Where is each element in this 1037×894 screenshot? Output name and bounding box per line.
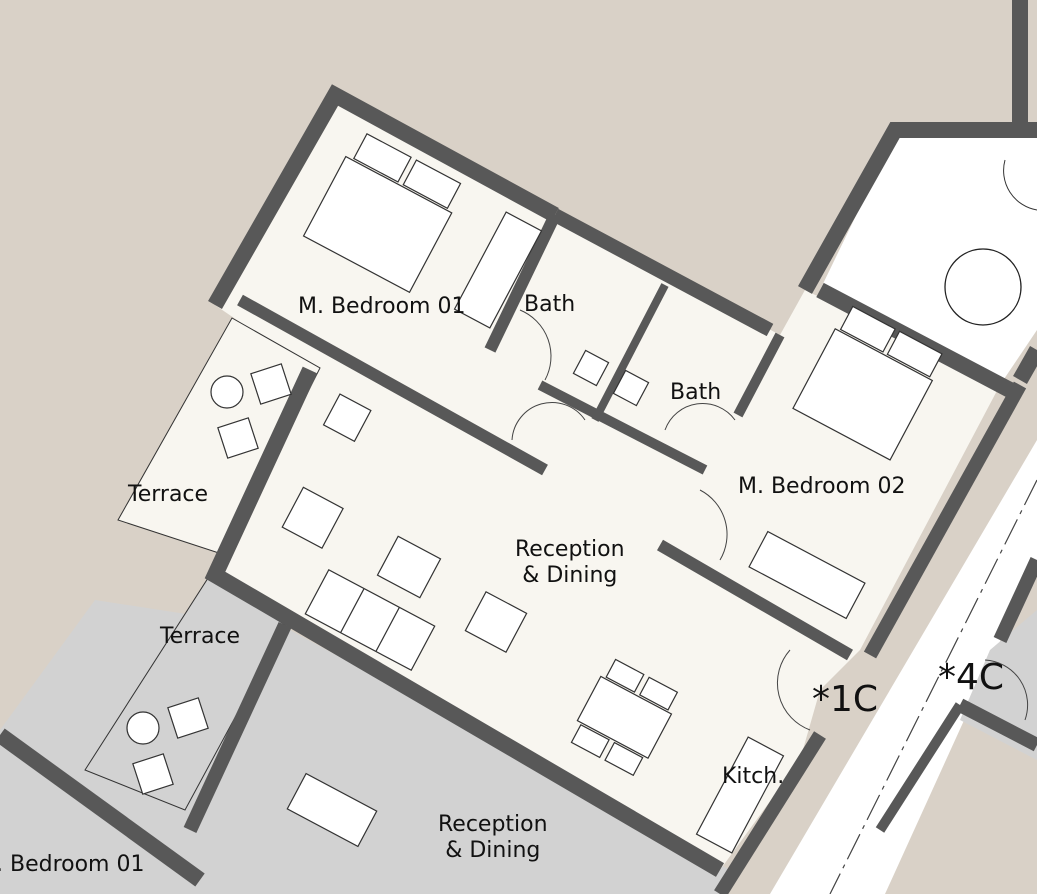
label-bath-1: Bath: [524, 292, 576, 317]
label-m-bedroom-01: M. Bedroom 01: [298, 294, 466, 319]
label-reception-dining-lower: Reception & Dining: [438, 812, 548, 864]
unit-label-1c: *1C: [812, 679, 879, 720]
bed-2: [792, 305, 943, 461]
dining-table: [570, 658, 679, 777]
lobby-circle: [944, 248, 1022, 326]
lobby-floor: [820, 135, 1037, 385]
label-bedroom-01-lower: . Bedroom 01: [0, 852, 145, 877]
bed-1: [302, 132, 462, 294]
label-kitchen: Kitch.: [722, 764, 785, 789]
corridor: [770, 440, 1037, 894]
sofa: [304, 568, 436, 672]
door-swings: [511, 309, 1029, 731]
label-terrace-upper: Terrace: [128, 482, 209, 507]
furniture: [126, 132, 943, 854]
label-reception-dining: Reception & Dining: [515, 537, 625, 589]
label-bath-2: Bath: [670, 380, 722, 405]
label-m-bedroom-02: M. Bedroom 02: [738, 474, 906, 499]
unit-label-4c: *4C: [938, 657, 1005, 698]
label-terrace-lower: Terrace: [160, 624, 241, 649]
